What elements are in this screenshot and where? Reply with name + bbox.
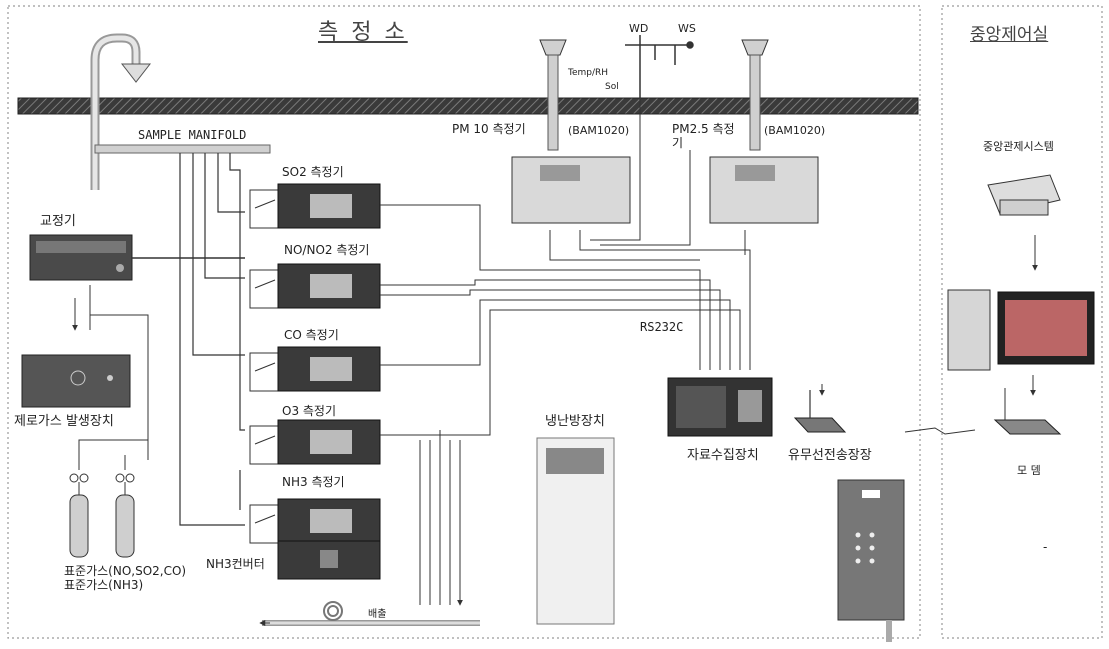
manifold-lines [180,153,245,525]
nox-label: NO/NO2 측정기 [284,241,369,258]
nh3-converter-label: NH3컨버터 [206,555,265,572]
pm25-label-line2: 기 [672,134,683,151]
sol-label: Sol [605,82,619,92]
pm10-inlet [540,40,566,150]
control-room-title: 중앙제어실 [970,20,1048,45]
printer-icon [988,175,1060,215]
gas-cylinders [70,440,148,557]
control-room-dash: - [1043,540,1047,554]
nh3-analyzer [250,499,380,543]
so2-label: SO2 측정기 [282,163,344,180]
nox-analyzer [250,264,380,308]
wireless-router [795,384,845,432]
ws-label: WS [678,22,696,35]
rs232c-label: RS232C [640,320,683,334]
nh3-converter-device [278,541,380,579]
pm25-bam-unit [710,157,818,223]
zero-gas-label: 제로가스 발생장치 [14,410,114,429]
o3-label: O3 측정기 [282,402,336,419]
roof-beam [18,98,918,114]
station-title: 측 정 소 [318,14,408,46]
met-mast [625,35,693,100]
data-logger-label: 자료수집장치 [687,444,759,463]
modem-label: 모 뎀 [1017,462,1041,478]
co-analyzer [250,347,380,391]
pm10-model: (BAM1020) [568,124,629,137]
wireless-label: 유무선전송장장 [788,444,872,463]
pm25-model: (BAM1020) [764,124,825,137]
o3-analyzer [250,420,380,464]
calibrator-device [30,235,132,280]
sample-manifold-label: SAMPLE MANIFOLD [138,128,246,142]
nh3-label: NH3 측정기 [282,473,345,490]
workstation-icon [948,290,1094,370]
wireless-link [905,428,975,434]
modem-icon [995,388,1060,434]
data-logger-device [668,378,772,436]
hvac-unit [537,438,614,624]
calibrator-label: 교정기 [40,210,76,229]
temp-rh-label: Temp/RH [568,68,608,78]
co-label: CO 측정기 [284,326,339,343]
std-gas-line2: 표준가스(NH3) [64,576,143,593]
zero-gas-generator [22,355,130,407]
sample-manifold [95,145,270,153]
control-panel [838,480,904,642]
pm10-bam-unit [512,157,630,223]
wd-label: WD [629,22,648,35]
hvac-label: 냉난방장치 [545,410,605,429]
so2-analyzer [250,184,380,228]
central-system-label: 중앙관제시스템 [983,138,1054,154]
exhaust-label: 배출 [368,605,386,620]
pm10-label: PM 10 측정기 [452,120,526,137]
